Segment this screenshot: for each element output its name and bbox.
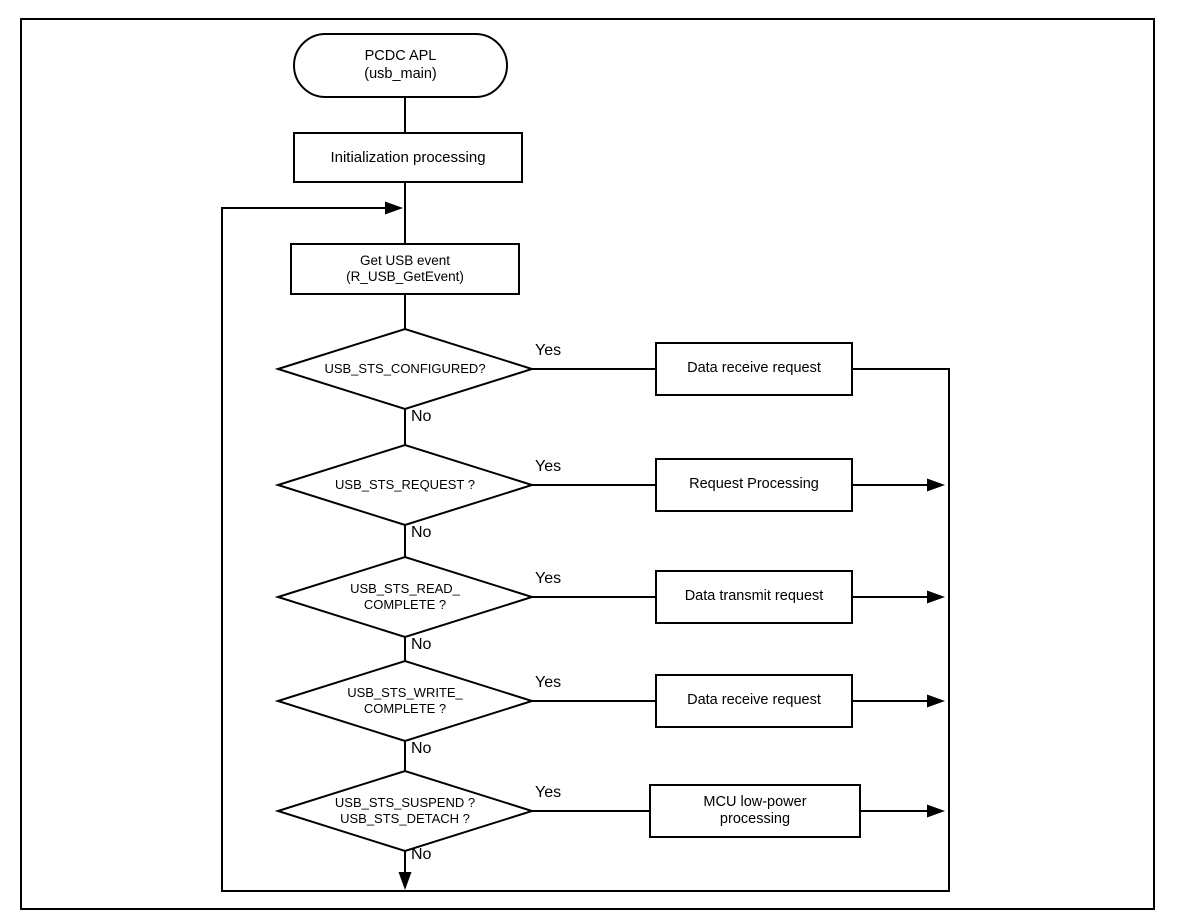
- init-process-box: Initialization processing: [293, 132, 523, 183]
- merge-arrowhead-2: [927, 478, 945, 492]
- yes-label-2: Yes: [535, 458, 562, 475]
- decision-diamonds: [274, 327, 536, 853]
- arrowheads: [385, 201, 945, 890]
- yes-label-4: Yes: [535, 674, 562, 691]
- decision-label-read-complete: USB_STS_READ_ COMPLETE ?: [350, 580, 460, 612]
- yes-branch-connectors: [532, 484, 655, 812]
- merge-arrowhead-5: [927, 804, 945, 818]
- decision-diamond-1: [274, 327, 536, 411]
- decision-diamond-3: [274, 555, 536, 639]
- action-box-2: Request Processing: [655, 458, 853, 512]
- diagram-border: [20, 18, 1155, 910]
- no-label-2: No: [411, 524, 432, 541]
- no-label-1: No: [411, 408, 432, 425]
- action-box-3: Data transmit request: [655, 570, 853, 624]
- no-label-5: No: [411, 846, 432, 863]
- merge-arrowhead-3: [927, 590, 945, 604]
- action-box-4: Data receive request: [655, 674, 853, 728]
- get-event-process-box: Get USB event (R_USB_GetEvent): [290, 243, 520, 295]
- no-label-4: No: [411, 740, 432, 757]
- start-terminal: PCDC APL (usb_main): [293, 33, 508, 98]
- merge-connectors: [853, 484, 929, 812]
- loop-entry-arrowhead: [385, 201, 403, 215]
- decision-label-configured: USB_STS_CONFIGURED?: [324, 360, 486, 376]
- bottom-no-arrowhead: [398, 872, 412, 890]
- action-box-1: Data receive request: [655, 342, 853, 396]
- decision-label-suspend-detach: USB_STS_SUSPEND ? USB_STS_DETACH ?: [334, 794, 476, 826]
- decision-diamond-4: [274, 659, 536, 743]
- decision-label-write-complete: USB_STS_WRITE_ COMPLETE ?: [347, 684, 463, 716]
- yes-label-1: Yes: [535, 342, 562, 359]
- decision-diamond-5: [274, 769, 536, 853]
- decision-diamond-2: [274, 443, 536, 527]
- action-box-5: MCU low-power processing: [649, 784, 861, 838]
- no-label-3: No: [411, 636, 432, 653]
- loop-rail: [221, 207, 950, 892]
- decision-label-request: USB_STS_REQUEST ?: [335, 476, 475, 492]
- yes-label-5: Yes: [535, 784, 562, 801]
- merge-arrowhead-4: [927, 694, 945, 708]
- yes-label-3: Yes: [535, 570, 562, 587]
